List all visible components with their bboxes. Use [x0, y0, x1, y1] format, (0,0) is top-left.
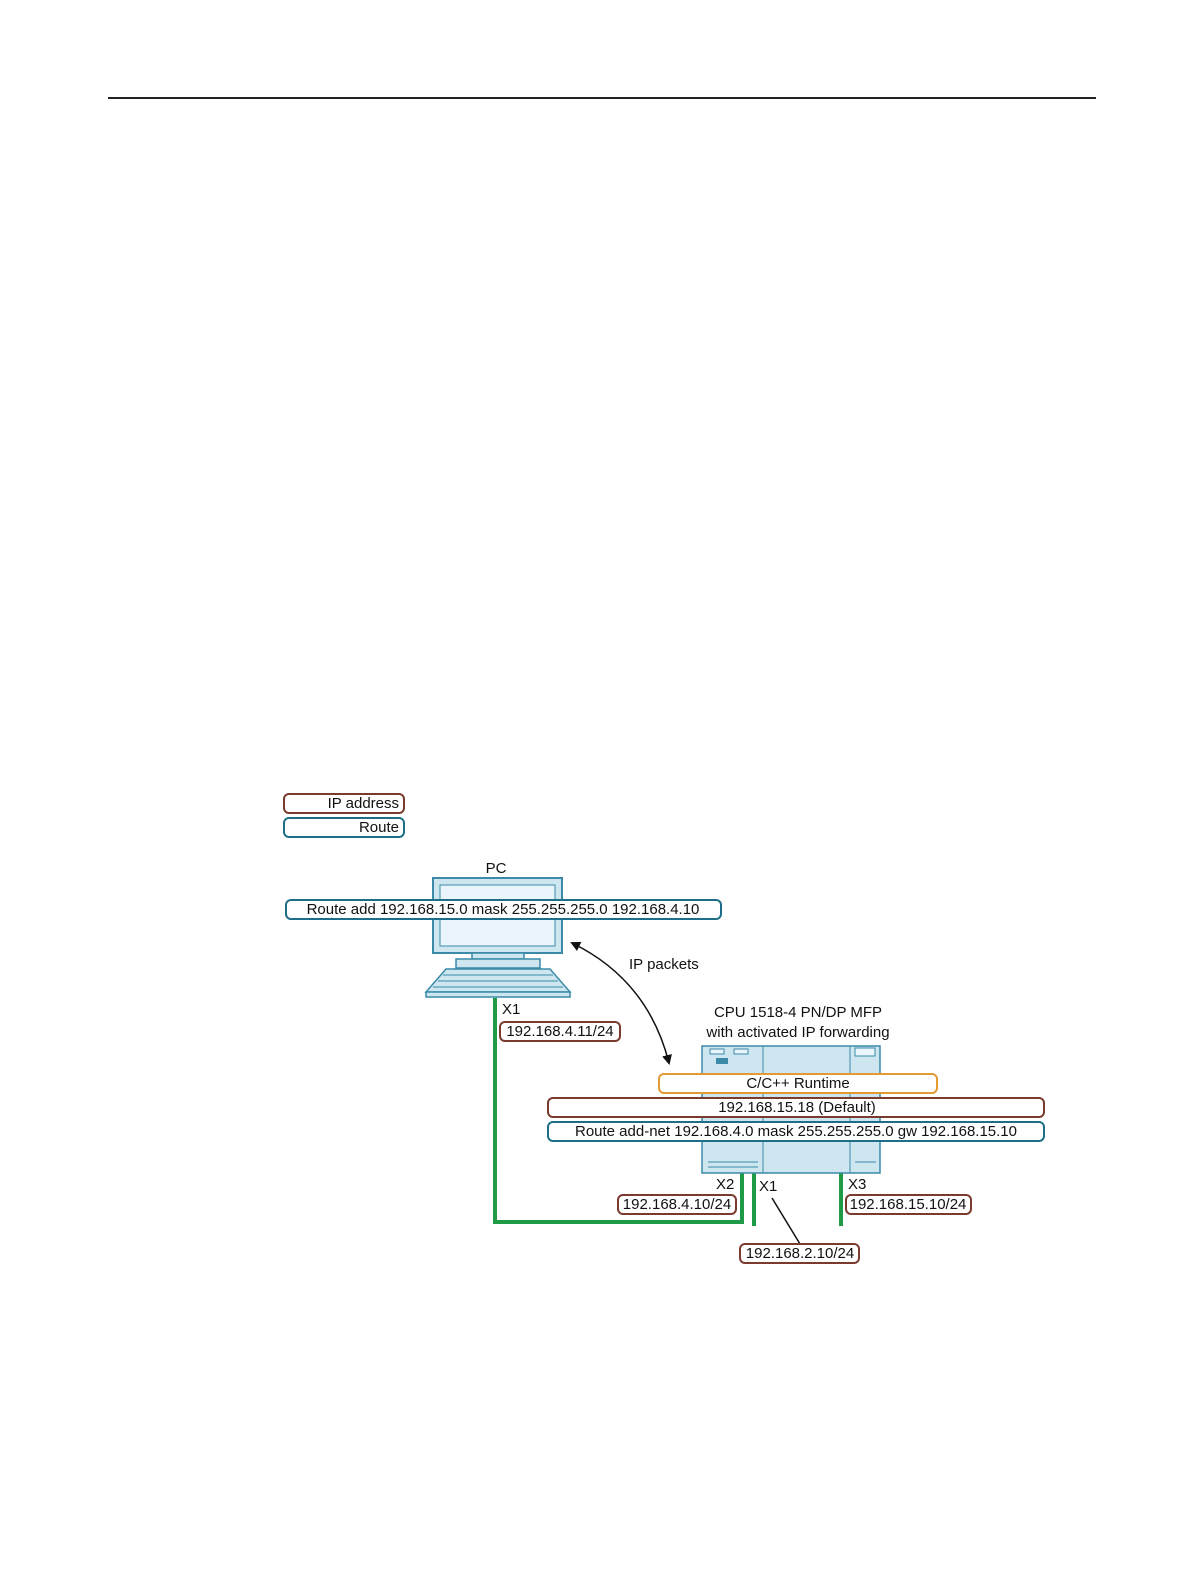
pc-route-box [285, 899, 722, 920]
pc-monitor-icon [432, 877, 563, 969]
cpu-title-line1: CPU 1518-4 PN/DP MFP [714, 1004, 882, 1021]
pc-keyboard-icon [424, 968, 572, 998]
cpu-default-ip-box [547, 1097, 1045, 1118]
pc-port-x1-label: X1 [502, 1001, 520, 1018]
pc-computer: PC Route add 192.168.15.0 mask 255.255.2… [285, 860, 722, 1042]
network-cables [493, 998, 843, 1226]
ip-packets-arrow-path [570, 942, 672, 1065]
cable-pc-x1-to-cpu-x2 [493, 998, 744, 1224]
cpu-default-ip-label: 192.168.15.18 (Default) [718, 1099, 876, 1116]
cpu-port-x2-ip-box [617, 1194, 737, 1215]
cpu-module: CPU 1518-4 PN/DP MFP with activated IP f… [547, 1004, 1045, 1264]
cpu-runtime-box [658, 1073, 938, 1094]
cpu-port-x3-label: X3 [848, 1176, 866, 1193]
ip-packets-arrow: IP packets [570, 942, 699, 1065]
pc-title: PC [486, 860, 507, 877]
cpu-port-x2-label: X2 [716, 1176, 734, 1193]
cpu-port-x3-ip-label: 192.168.15.10/24 [850, 1196, 967, 1213]
legend-route-label: Route [359, 819, 399, 836]
cpu-port-x1-leader [771, 1197, 801, 1245]
cpu-port-x2-ip-label: 192.168.4.10/24 [623, 1196, 731, 1213]
header-rule [108, 97, 1096, 99]
cpu-runtime-label: C/C++ Runtime [746, 1075, 849, 1092]
cpu-port-x1-label: X1 [759, 1178, 777, 1195]
cpu-port-x1-ip-box [739, 1243, 860, 1264]
ip-packets-label: IP packets [629, 956, 699, 973]
cpu-port-x3-ip-box [845, 1194, 972, 1215]
legend: IP address Route [283, 793, 405, 838]
cpu-route-label: Route add-net 192.168.4.0 mask 255.255.2… [575, 1123, 1017, 1140]
legend-ip-address-box [283, 793, 405, 814]
legend-route-box [283, 817, 405, 838]
cpu-route-box [547, 1121, 1045, 1142]
cpu-port-x1-ip-label: 192.168.2.10/24 [746, 1245, 854, 1262]
cpu-title-line2: with activated IP forwarding [705, 1024, 889, 1041]
pc-port-x1-ip-label: 192.168.4.11/24 [506, 1023, 613, 1040]
pc-route-label: Route add 192.168.15.0 mask 255.255.255.… [307, 901, 700, 918]
legend-ip-address-label: IP address [328, 795, 399, 812]
